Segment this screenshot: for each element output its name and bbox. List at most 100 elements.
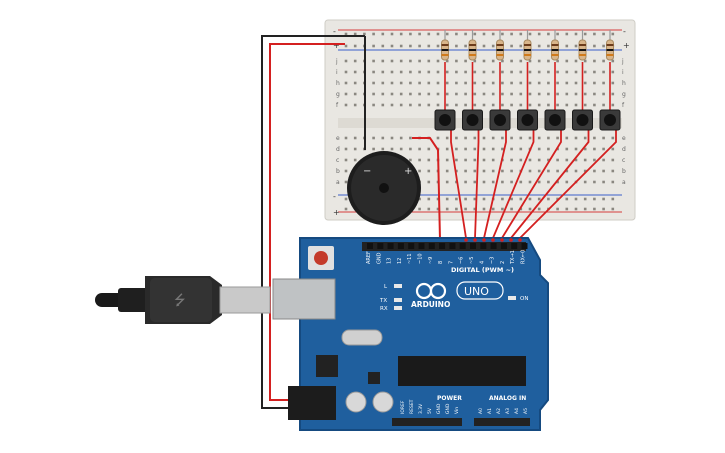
row-letter: e xyxy=(622,135,626,142)
digital-pin[interactable] xyxy=(521,243,528,249)
rail-minus-label-right: - xyxy=(623,27,626,36)
pushbutton[interactable] xyxy=(517,109,538,131)
row-letter: a xyxy=(622,179,626,186)
digital-pin-label: 13 xyxy=(387,258,393,264)
wire-endpoints xyxy=(464,238,522,242)
model-label: UNO xyxy=(464,285,489,298)
digital-pin[interactable] xyxy=(377,243,384,249)
digital-pin-label: 4 xyxy=(479,261,485,264)
led-tx-label: TX xyxy=(379,298,387,304)
digital-pin[interactable] xyxy=(367,243,373,249)
digital-pin-label: 7 xyxy=(448,261,454,264)
on-label: ON xyxy=(520,296,528,302)
digital-pin-label: ~10 xyxy=(418,253,424,264)
digital-pin[interactable] xyxy=(490,243,497,249)
digital-pin[interactable] xyxy=(397,243,404,249)
digital-pin[interactable] xyxy=(459,243,466,249)
power-pin-label: GND xyxy=(436,403,442,414)
digital-pin[interactable] xyxy=(470,243,476,249)
row-letter: g xyxy=(622,91,626,98)
analog-pin-label: A1 xyxy=(487,408,493,414)
digital-pin[interactable] xyxy=(439,243,446,249)
analog-header[interactable] xyxy=(474,418,530,426)
row-letter: i xyxy=(336,69,338,76)
usb-cable[interactable]: ⭍ xyxy=(95,276,271,324)
buzzer-minus-label: − xyxy=(363,166,371,177)
resistors xyxy=(441,30,614,112)
row-letter: d xyxy=(622,146,626,153)
pushbutton[interactable] xyxy=(462,109,483,131)
row-letter: d xyxy=(336,146,340,153)
button-signal-wire[interactable] xyxy=(474,130,480,239)
analog-header-label: ANALOG IN xyxy=(489,395,526,402)
pushbutton[interactable] xyxy=(599,109,621,131)
digital-pin-label: TX→1 xyxy=(510,250,516,265)
pushbutton[interactable] xyxy=(434,109,456,131)
button-signal-wire[interactable] xyxy=(450,130,467,239)
rail-plus-label-bottom: + xyxy=(333,208,340,217)
rail-plus-label-right: + xyxy=(623,41,630,50)
row-letter: e xyxy=(336,135,340,142)
button-wires xyxy=(450,130,617,239)
digital-pin-label: 12 xyxy=(397,258,403,264)
digital-pin[interactable] xyxy=(408,243,415,249)
digital-pin[interactable] xyxy=(387,243,394,249)
brand-label: ARDUINO xyxy=(411,300,450,309)
digital-pin-label: ~9 xyxy=(428,257,434,264)
power-header-label: POWER xyxy=(437,395,462,402)
pushbuttons xyxy=(434,109,621,131)
rail-plus-label: + xyxy=(333,41,340,50)
power-pin-label: RESET xyxy=(409,399,415,414)
digital-pin[interactable] xyxy=(480,243,487,249)
digital-pin[interactable] xyxy=(418,243,425,249)
row-letter: a xyxy=(336,179,340,186)
buzzer-signal-wire[interactable] xyxy=(412,137,441,241)
buzzer-plus-label: + xyxy=(404,166,412,177)
row-letter: f xyxy=(622,102,625,109)
pushbutton[interactable] xyxy=(572,109,593,131)
led-l-label: L xyxy=(384,284,388,290)
digital-pin[interactable] xyxy=(449,243,456,249)
row-letter: f xyxy=(336,102,339,109)
ground-wire[interactable] xyxy=(261,35,365,409)
digital-pin[interactable] xyxy=(511,243,518,249)
reset-button[interactable] xyxy=(314,251,328,265)
row-letter: i xyxy=(622,69,624,76)
button-signal-wire[interactable] xyxy=(483,130,507,239)
piezo-buzzer[interactable]: − + xyxy=(347,151,421,225)
analog-pin-label: A4 xyxy=(514,408,520,414)
digital-pin-label: 2 xyxy=(500,261,506,264)
analog-pin-label: A3 xyxy=(505,408,511,414)
digital-pin-label: ~5 xyxy=(469,257,475,264)
digital-pin[interactable] xyxy=(500,243,507,249)
power-header[interactable] xyxy=(392,418,462,426)
digital-pin-label: ~11 xyxy=(407,253,413,264)
led-rx-label: RX xyxy=(380,306,388,312)
rail-minus-label-bottom: - xyxy=(333,192,336,201)
button-signal-wire[interactable] xyxy=(492,130,535,239)
digital-pin-label: GND xyxy=(376,252,382,264)
row-letter: h xyxy=(336,80,340,87)
digital-header-label: DIGITAL (PWM ~) xyxy=(451,266,514,274)
row-letter: c xyxy=(622,157,625,164)
pushbutton[interactable] xyxy=(544,109,566,131)
button-signal-wire[interactable] xyxy=(510,130,590,239)
digital-pin[interactable] xyxy=(428,243,435,249)
rail-minus-label: - xyxy=(333,27,336,36)
pushbutton[interactable] xyxy=(489,109,511,131)
digital-pin-label: AREF xyxy=(366,251,372,264)
analog-pin-label: A5 xyxy=(523,408,529,414)
arduino-logo: ARDUINO UNO xyxy=(411,281,504,309)
row-letter: g xyxy=(336,91,340,98)
button-signal-wire[interactable] xyxy=(519,130,617,239)
button-signal-wire[interactable] xyxy=(501,130,562,239)
analog-pin-label: A0 xyxy=(478,408,484,414)
digital-pin-label: RX←0 xyxy=(521,250,527,264)
row-letter: j xyxy=(335,58,338,65)
power-pin-label: 3.3V xyxy=(418,403,424,414)
analog-pin-label: A2 xyxy=(496,408,502,414)
